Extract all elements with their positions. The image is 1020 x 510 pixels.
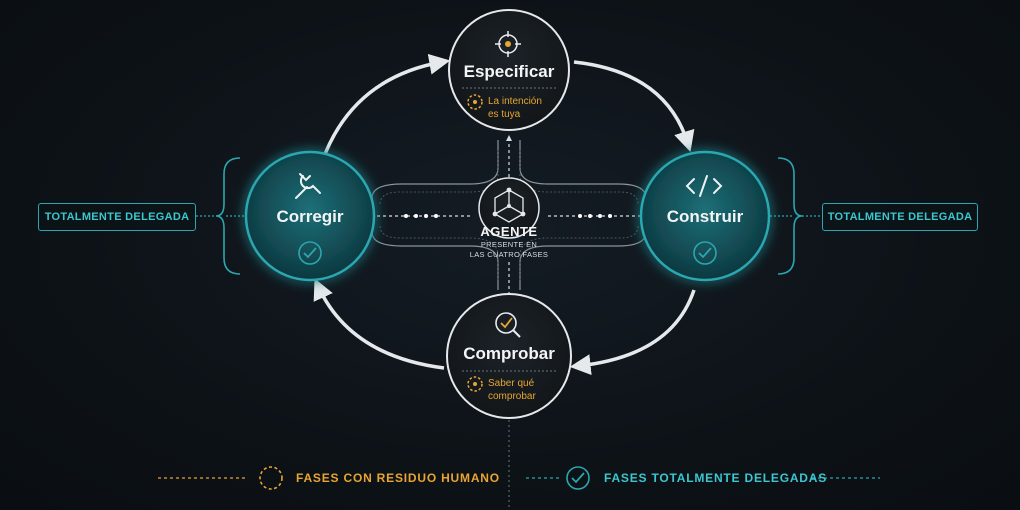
target-icon (495, 31, 521, 57)
arrow-comprobar-to-corregir (313, 278, 445, 370)
node-title-especificar: Especificar (463, 62, 555, 81)
agent-connector-frame (371, 140, 647, 290)
note-especificar-line1: La intención (488, 96, 542, 107)
note-comprobar-line1: Saber qué (488, 378, 535, 389)
network-cube-icon (494, 189, 524, 223)
human-residue-icon-2 (467, 376, 483, 392)
note-especificar-line2: es tuya (488, 109, 521, 120)
node-title-corregir: Corregir (276, 207, 344, 226)
check-circle-icon-2 (693, 241, 717, 265)
node-especificar (448, 9, 570, 131)
legend-delegated-label: FASES TOTALMENTE DELEGADAS (604, 471, 828, 485)
legend-delegated-icon (566, 466, 590, 490)
node-title-comprobar: Comprobar (463, 344, 555, 363)
node-title-construir: Construir (666, 207, 744, 226)
agent-subtitle-line1: PRESENTE EN (480, 240, 538, 249)
agent-title: AGENTE (480, 224, 538, 239)
note-especificar: La intención es tuya (488, 95, 558, 121)
legend-human-label: FASES CON RESIDUO HUMANO (296, 471, 500, 485)
human-residue-icon (467, 94, 483, 110)
wrench-icon (295, 173, 321, 199)
legend-human-icon (259, 466, 283, 490)
tag-left-delegated: TOTALMENTE DELEGADA (38, 203, 196, 231)
arrow-construir-to-comprobar (569, 289, 696, 376)
agent-subtitle: PRESENTE EN LAS CUATRO FASES (459, 240, 559, 260)
check-circle-icon (298, 241, 322, 265)
note-comprobar: Saber qué comprobar (488, 377, 558, 403)
node-comprobar (446, 293, 572, 419)
agent-subtitle-line2: LAS CUATRO FASES (469, 250, 549, 259)
node-corregir (244, 150, 376, 282)
arrow-especificar-to-construir (573, 60, 695, 153)
left-bracket (215, 157, 241, 275)
node-construir (639, 150, 771, 282)
magnifier-check-icon (495, 312, 521, 338)
code-icon (685, 175, 723, 197)
tag-right-delegated: TOTALMENTE DELEGADA (822, 203, 978, 231)
note-comprobar-line2: comprobar (488, 391, 536, 402)
arrow-corregir-to-especificar (320, 53, 451, 163)
